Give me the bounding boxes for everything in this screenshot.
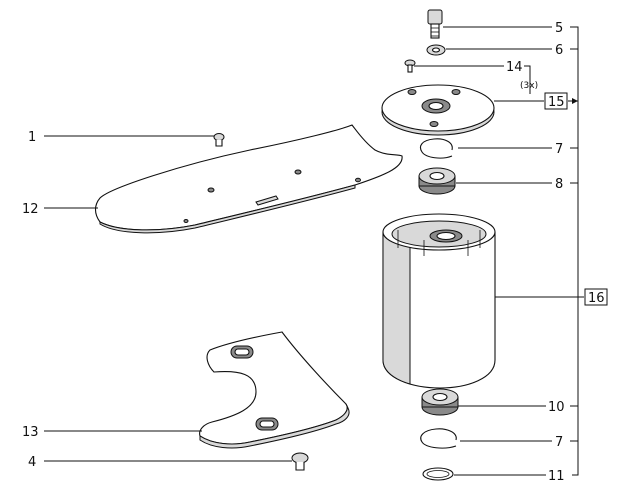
retaining-ring-part-7-upper bbox=[419, 138, 453, 159]
callout-6: 6 bbox=[555, 43, 563, 58]
housing-part-16 bbox=[382, 213, 496, 389]
snap-ring-part-11 bbox=[422, 467, 454, 481]
callout-11: 11 bbox=[548, 469, 565, 484]
callout-8: 8 bbox=[555, 177, 563, 192]
callout-7-upper: 7 bbox=[555, 142, 563, 157]
callout-5: 5 bbox=[555, 21, 563, 36]
flange-part-15 bbox=[381, 84, 495, 136]
callout-16: 16 bbox=[588, 291, 605, 306]
washer-part-6 bbox=[426, 44, 446, 56]
screw-part-4 bbox=[291, 452, 309, 471]
bearing-part-8 bbox=[418, 167, 456, 195]
callout-14: 14 bbox=[506, 60, 523, 75]
callout-14-quantity: (3x) bbox=[520, 81, 538, 91]
screw-part-14 bbox=[404, 59, 416, 73]
callout-12: 12 bbox=[22, 202, 39, 217]
leader-lines bbox=[44, 26, 584, 476]
callout-10: 10 bbox=[548, 400, 565, 415]
leader-14-bracket bbox=[524, 65, 531, 94]
callout-1: 1 bbox=[28, 130, 36, 145]
callout-15: 15 bbox=[548, 95, 565, 110]
screw-part-5 bbox=[427, 9, 443, 39]
group-bracket bbox=[570, 26, 579, 476]
bracket-part-13 bbox=[199, 331, 350, 449]
screw-part-1 bbox=[213, 133, 225, 147]
callout-13: 13 bbox=[22, 425, 39, 440]
callout-7-lower: 7 bbox=[555, 435, 563, 450]
callout-labels: 1 12 13 4 5 6 14 (3x) 15 7 8 16 10 7 11 bbox=[22, 21, 608, 484]
callout-4: 4 bbox=[28, 455, 36, 470]
callout-16-box bbox=[584, 288, 608, 306]
retaining-ring-part-7-lower bbox=[420, 428, 457, 449]
plate-part-12 bbox=[94, 124, 403, 234]
bearing-part-10 bbox=[421, 388, 459, 416]
callout-15-box bbox=[544, 92, 568, 110]
